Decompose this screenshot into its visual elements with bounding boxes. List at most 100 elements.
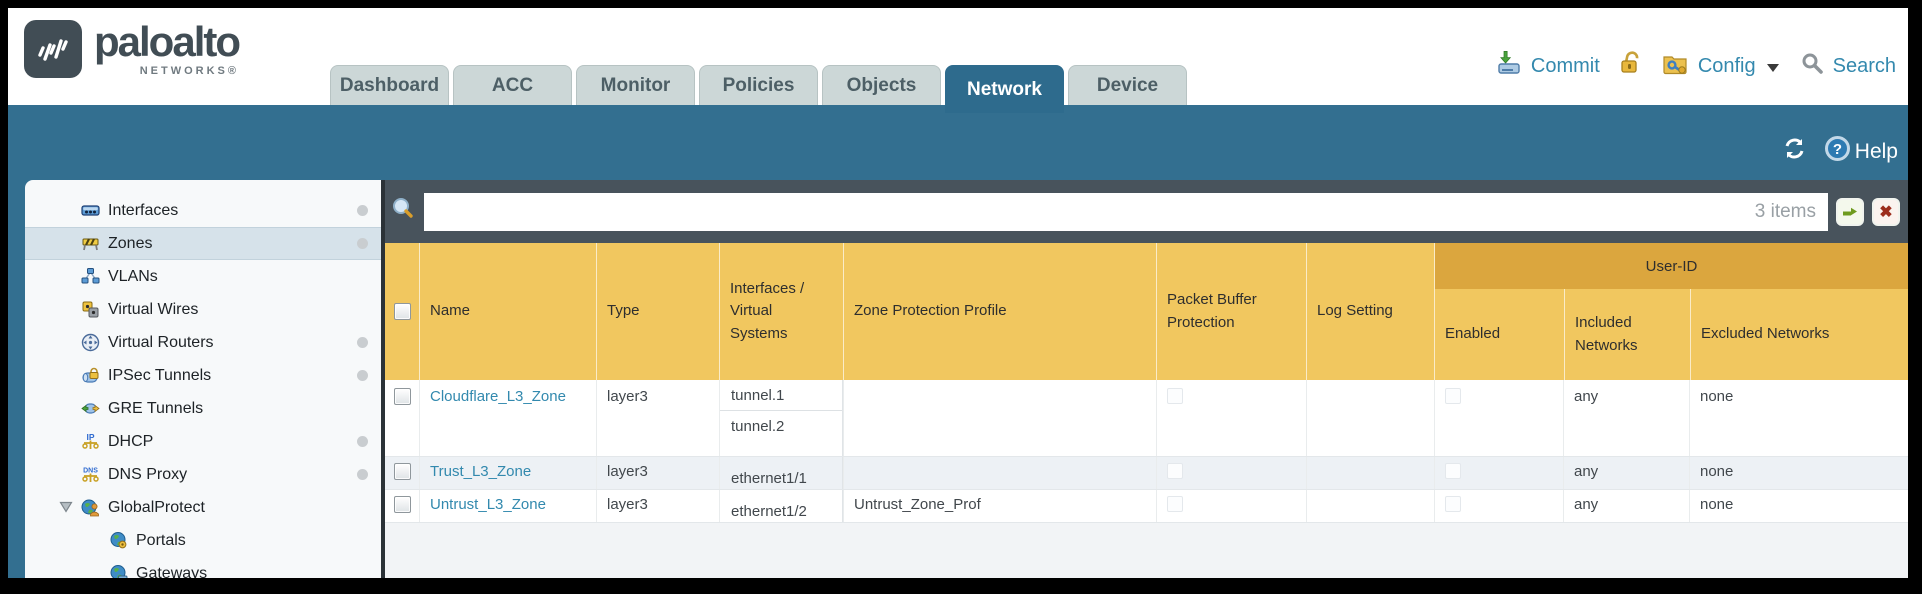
sidebar-item-interfaces[interactable]: Interfaces (25, 194, 381, 227)
row-checkbox[interactable] (393, 496, 411, 513)
log-setting-cell (1306, 457, 1434, 489)
excluded-networks-cell: none (1689, 380, 1908, 456)
sidebar-item-ipsec-tunnels[interactable]: IPSec Tunnels (25, 359, 381, 392)
zone-type-cell: layer3 (596, 490, 719, 522)
tab-acc[interactable]: ACC (453, 65, 572, 105)
svg-text:DNS: DNS (83, 468, 98, 475)
zone-name-link[interactable]: Trust_L3_Zone (430, 463, 532, 480)
gateways-icon (109, 564, 128, 578)
column-header-log-setting[interactable]: Log Setting (1306, 243, 1434, 380)
status-dot (357, 469, 368, 480)
column-header-type[interactable]: Type (596, 243, 719, 380)
interface-item: ethernet1/1 (731, 470, 807, 487)
portals-icon (109, 531, 128, 550)
apply-filter-button[interactable] (1836, 197, 1864, 226)
zone-type-cell: layer3 (596, 380, 719, 456)
tab-policies[interactable]: Policies (699, 65, 818, 105)
zone-interfaces-cell: ethernet1/2 (719, 490, 843, 522)
filter-searchbox: 3 items (424, 192, 1828, 231)
row-checkbox[interactable] (393, 388, 411, 405)
zone-name-link[interactable]: Cloudflare_L3_Zone (430, 388, 566, 405)
top-header: paloalto NETWORKS® Dashboard ACC Monitor… (8, 8, 1908, 113)
tab-dashboard[interactable]: Dashboard (330, 65, 449, 105)
refresh-icon[interactable] (1781, 135, 1808, 168)
zones-icon (81, 234, 100, 253)
status-dot (357, 436, 368, 447)
help-button[interactable]: ? Help (1824, 135, 1898, 168)
svg-text:?: ? (1833, 141, 1842, 158)
row-checkbox[interactable] (393, 463, 411, 480)
sidebar-item-portals[interactable]: Portals (25, 524, 381, 557)
sidebar-item-virtual-routers[interactable]: Virtual Routers (25, 326, 381, 359)
status-dot (357, 238, 368, 249)
user-id-group-header: User-ID (1435, 243, 1908, 289)
network-sidebar: Interfaces Zones VLANs Vir (25, 180, 385, 578)
search-button[interactable]: Search (1832, 54, 1896, 77)
svg-text:IP: IP (86, 432, 94, 442)
excluded-networks-cell: none (1689, 457, 1908, 489)
brand-logo: paloalto NETWORKS® (24, 20, 241, 78)
tab-network[interactable]: Network (945, 65, 1064, 113)
column-header-interfaces[interactable]: Interfaces / Virtual Systems (719, 243, 843, 380)
table-row: Untrust_L3_Zone layer3 ethernet1/2 Untru… (385, 490, 1908, 523)
interface-item: tunnel.2 (720, 410, 842, 441)
packet-buffer-checkbox (1167, 463, 1183, 479)
sub-header-band: ? Help (8, 105, 1908, 180)
sidebar-item-virtual-wires[interactable]: Virtual Wires (25, 293, 381, 326)
user-id-enabled-checkbox (1445, 388, 1461, 404)
table-row: Trust_L3_Zone layer3 ethernet1/1 any non… (385, 457, 1908, 490)
tab-monitor[interactable]: Monitor (576, 65, 695, 105)
sidebar-item-vlans[interactable]: VLANs (25, 260, 381, 293)
tab-objects[interactable]: Objects (822, 65, 941, 105)
sidebar-item-dhcp[interactable]: IP DHCP (25, 425, 381, 458)
globalprotect-icon (81, 498, 100, 517)
main-panel: 3 items ✖ Name Type Interfaces / Virtual… (385, 180, 1908, 578)
included-networks-cell: any (1563, 490, 1689, 522)
user-id-column-group: User-ID Enabled Included Networks Exclud… (1434, 243, 1908, 380)
zone-type-cell: layer3 (596, 457, 719, 489)
brand-subtitle: NETWORKS® (139, 65, 240, 77)
clear-filter-button[interactable]: ✖ (1872, 197, 1900, 226)
commit-button[interactable]: Commit (1530, 54, 1600, 77)
column-header-name[interactable]: Name (419, 243, 596, 380)
excluded-networks-cell: none (1689, 490, 1908, 522)
help-label: Help (1854, 139, 1898, 163)
column-header-enabled[interactable]: Enabled (1445, 325, 1501, 343)
zone-interfaces-cell: ethernet1/1 (719, 457, 843, 489)
table-row: Cloudflare_L3_Zone layer3 tunnel.1 tunne… (385, 380, 1908, 457)
zone-name-link[interactable]: Untrust_L3_Zone (430, 496, 546, 513)
sidebar-item-globalprotect[interactable]: GlobalProtect (25, 491, 381, 524)
paloalto-logo-icon (24, 20, 82, 78)
select-all-checkbox[interactable] (393, 303, 411, 320)
column-header-included-networks[interactable]: Included Networks (1564, 289, 1690, 380)
interface-item: tunnel.1 (731, 387, 785, 404)
column-header-zone-protection-profile[interactable]: Zone Protection Profile (843, 243, 1156, 380)
lock-icon[interactable] (1619, 50, 1643, 82)
user-id-enabled-checkbox (1445, 463, 1461, 479)
status-dot (357, 337, 368, 348)
sidebar-item-gateways[interactable]: Gateways (25, 557, 381, 578)
interfaces-icon (81, 201, 100, 220)
main-nav-tabs: Dashboard ACC Monitor Policies Objects N… (330, 65, 1187, 113)
sidebar-item-zones[interactable]: Zones (25, 227, 381, 260)
dns-proxy-icon: DNS (81, 465, 100, 484)
page-body: Interfaces Zones VLANs Vir (8, 180, 1908, 578)
column-header-excluded-networks[interactable]: Excluded Networks (1690, 289, 1908, 380)
included-networks-cell: any (1563, 380, 1689, 456)
virtual-routers-icon (81, 333, 100, 352)
tab-device[interactable]: Device (1068, 65, 1187, 105)
zones-table-header: Name Type Interfaces / Virtual Systems Z… (385, 243, 1908, 380)
search-icon (1800, 51, 1824, 81)
sidebar-item-gre-tunnels[interactable]: GRE Tunnels (25, 392, 381, 425)
interface-item: ethernet1/2 (731, 503, 807, 520)
filter-search-icon (390, 196, 416, 227)
sidebar-item-dns-proxy[interactable]: DNS DNS Proxy (25, 458, 381, 491)
filter-toolbar: 3 items ✖ (385, 180, 1908, 243)
column-header-packet-buffer-protection[interactable]: Packet Buffer Protection (1156, 243, 1306, 380)
expander-icon[interactable] (59, 500, 73, 518)
config-icon (1662, 51, 1689, 81)
filter-input[interactable] (424, 192, 1828, 231)
config-dropdown-caret[interactable] (1766, 64, 1779, 72)
config-button[interactable]: Config (1697, 54, 1756, 77)
